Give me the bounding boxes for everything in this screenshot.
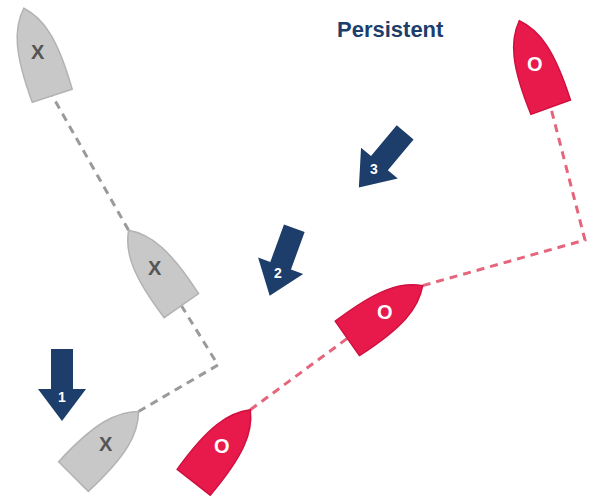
outline [177,397,267,496]
boat-letter: O [214,436,230,456]
outline [499,13,571,114]
diagram-title: Persistent [337,17,443,43]
track-line [52,96,128,231]
wind-arrow: 1 [12,335,112,435]
outline [247,220,317,304]
arrow-shape [232,212,332,312]
boat-letter: X [31,42,44,62]
track-line [423,107,585,285]
callout-number: 3 [370,162,378,176]
arrow-shape [12,335,112,435]
boat-letter: X [148,258,161,278]
callout-number: 1 [58,390,66,404]
outline [111,218,199,318]
wind-arrow: 2 [232,212,332,312]
arrow-shape [332,110,432,210]
boat-letter: O [377,302,393,322]
boat-hull: O [172,396,272,496]
boat-hull: X [0,2,88,102]
boat-letter: X [99,434,112,454]
track-line [250,338,347,409]
boat-hull: X [105,218,205,318]
boat-letter: O [527,54,543,74]
boat-hull: O [485,14,585,114]
outline [335,268,435,356]
callout-number: 2 [274,266,282,280]
outline [340,117,423,203]
outline [3,2,72,103]
wind-arrow: 3 [332,110,432,210]
outline [38,349,86,421]
outline [58,396,153,491]
boat-hull: O [335,262,435,362]
track-line [139,306,219,412]
